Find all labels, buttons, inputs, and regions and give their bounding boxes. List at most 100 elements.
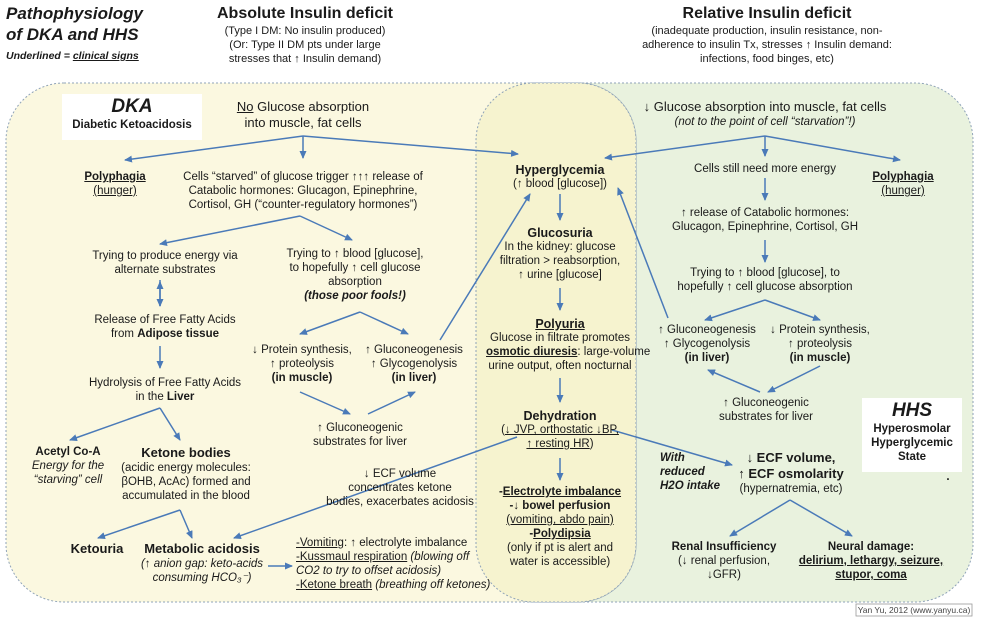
absolute-deficit: Absolute Insulin deficit (Type I DM: No … xyxy=(195,4,415,66)
polyuria-node: Polyuria Glucose in filtrate promotes os… xyxy=(486,317,650,373)
dka-protein-node: ↓ Protein synthesis, ↑ proteolysis (in m… xyxy=(248,343,356,385)
node-text: ↓ JVP, orthostatic ↓BP, xyxy=(504,424,619,436)
hhs-protein-node: ↓ Protein synthesis, ↑ proteolysis (in m… xyxy=(766,323,874,365)
hhs-full: Hyperosmolar xyxy=(873,423,951,435)
node-text: Hydrolysis of Free Fatty Acids xyxy=(88,377,242,389)
arrow xyxy=(764,135,901,163)
node-text: : ↑ electrolyte imbalance xyxy=(343,537,468,549)
dka-title: DKA Diabetic Ketoacidosis xyxy=(62,96,202,132)
hydrolysis-node: Hydrolysis of Free Fatty Acids in the Li… xyxy=(80,376,250,404)
node-text: With xyxy=(660,452,685,464)
absolute-line: (Type I DM: No insulin produced) xyxy=(224,25,386,37)
node-text: Polyphagia xyxy=(872,171,934,183)
arrow xyxy=(299,215,353,241)
hhs-full: State xyxy=(897,451,927,463)
node-text: (vomiting, abdo pain) xyxy=(506,514,614,526)
node-text: Release of Free Fatty Acids xyxy=(94,314,236,326)
node-text: Glucose absorption xyxy=(253,99,370,114)
node-text: Trying to ↑ blood [glucose], xyxy=(286,248,424,260)
node-text: (those poor fools!) xyxy=(304,290,406,302)
node-text: (breathing off ketones) xyxy=(372,579,491,591)
hhs-title-box xyxy=(862,398,962,472)
dka-title-box xyxy=(62,94,202,140)
arrow xyxy=(707,369,761,393)
absolute-line: (Or: Type II DM pts under large xyxy=(229,39,381,51)
node-text: ↑ Gluconeogenic xyxy=(317,422,403,434)
node-text: bodies, exacerbates acidosis xyxy=(326,496,474,508)
dka-gluco-node: ↑ Gluconeogenesis ↑ Glycogenolysis (in l… xyxy=(360,343,468,385)
node-text: -Kussmaul respiration xyxy=(296,551,408,563)
node-text: concentrates ketone xyxy=(348,482,452,494)
arrow xyxy=(729,499,791,537)
legend-prefix: Underlined = xyxy=(6,50,73,62)
node-text: (in liver) xyxy=(684,352,730,364)
node-text: -Vomiting xyxy=(296,537,344,549)
node-text: ↑ Glycogenolysis xyxy=(370,358,458,370)
node-text: ↑ Glycogenolysis xyxy=(663,338,751,350)
hhs-ecf-node: ↓ ECF volume, ↑ ECF osmolarity (hypernat… xyxy=(726,450,856,496)
node-text: Polydipsia xyxy=(533,528,591,540)
node-text: water is accessible) xyxy=(509,556,611,568)
node-text: hopefully ↑ cell glucose absorption xyxy=(677,281,853,293)
node-text: reduced xyxy=(660,466,705,478)
alternate-substrates-node: Trying to produce energy via alternate s… xyxy=(80,249,250,277)
dka-substrates-node: ↑ Gluconeogenic substrates for liver xyxy=(300,421,420,449)
node-text: : large-volume xyxy=(577,346,651,358)
arrow xyxy=(299,311,361,335)
node-text: Polyphagia xyxy=(84,171,146,183)
node-text: (↑ anion gap: keto-acids xyxy=(140,558,264,570)
node-text: ↓ ECF volume, xyxy=(746,450,836,465)
node-text: consuming HCO₃⁻) xyxy=(152,572,252,584)
hhs-dot: . xyxy=(946,471,950,483)
node-text: -Ketone breath xyxy=(296,579,373,591)
arrow xyxy=(233,436,518,539)
hhs-title: HHS Hyperosmolar Hyperglycemic State xyxy=(862,400,962,464)
hhs-abbr: HHS xyxy=(891,400,933,421)
node-text: βOHB, AcAc) formed and xyxy=(121,476,251,488)
node-text: “starving” cell xyxy=(33,474,103,486)
node-text: (↑ blood [glucose]) xyxy=(513,178,607,190)
node-text: Catabolic hormones: Glucagon, Epinephrin… xyxy=(188,185,418,197)
node-text: Energy for the xyxy=(31,460,105,472)
node-text: Glucagon, Epinephrine, Cortisol, GH xyxy=(671,221,858,233)
dka-trying-node: Trying to ↑ blood [glucose], to hopefull… xyxy=(272,247,438,303)
arrow xyxy=(159,215,301,247)
ketone-node: Ketone bodies (acidic energy molecules: … xyxy=(108,445,264,503)
node-text: Cells “starved” of glucose trigger ↑↑↑ r… xyxy=(183,171,423,183)
dehydration-signs: -Electrolyte imbalance -↓ bowel perfusio… xyxy=(492,485,628,569)
node-text: ↑ urine [glucose] xyxy=(518,269,602,281)
node-text: into muscle, fat cells xyxy=(244,115,362,130)
hhs-release-node: ↑ release of Catabolic hormones: Glucago… xyxy=(660,206,870,234)
relative-deficit: Relative Insulin deficit (inadequate pro… xyxy=(622,4,912,66)
arrow xyxy=(299,391,351,415)
node-text: Adipose tissue xyxy=(137,328,219,340)
still-need-node: Cells still need more energy xyxy=(694,163,836,175)
node-text: alternate substrates xyxy=(114,264,216,276)
node-text: ↓ ECF volume xyxy=(363,468,437,480)
node-text: Acetyl Co-A xyxy=(35,446,101,458)
node-text: ( xyxy=(501,424,505,436)
relative-title: Relative Insulin deficit xyxy=(682,5,852,22)
absolute-title: Absolute Insulin deficit xyxy=(216,5,393,22)
node-text: absorption xyxy=(328,276,382,288)
node-text: ) xyxy=(589,438,594,450)
node-text: (in muscle) xyxy=(789,352,851,364)
no-glucose-node: No Glucose absorption into muscle, fat c… xyxy=(218,99,388,131)
node-text: CO2 to try to offset acidosis) xyxy=(296,565,442,577)
credit: Yan Yu, 2012 (www.yanyu.ca) xyxy=(857,605,971,615)
node-text: filtration > reabsorption, xyxy=(499,255,621,267)
node-text: substrates for liver xyxy=(719,411,813,423)
node-text: from xyxy=(110,328,138,340)
no-label: No xyxy=(236,99,254,114)
node-text: (in muscle) xyxy=(271,372,333,384)
node-text: Glucosuria xyxy=(527,226,593,240)
node-text: ↑ Gluconeogenesis xyxy=(365,344,463,356)
decreased-glucose-node: ↓ Glucose absorption into muscle, fat ce… xyxy=(640,99,890,129)
hhs-polyphagia: Polyphagia (hunger) xyxy=(868,170,938,198)
arrow xyxy=(179,509,193,539)
dehydration-node: Dehydration (↓ JVP, orthostatic ↓BP, ↑ r… xyxy=(492,409,628,451)
node-text: ↓ Glucose absorption into muscle, fat ce… xyxy=(643,99,887,114)
node-text: in the xyxy=(135,391,167,403)
